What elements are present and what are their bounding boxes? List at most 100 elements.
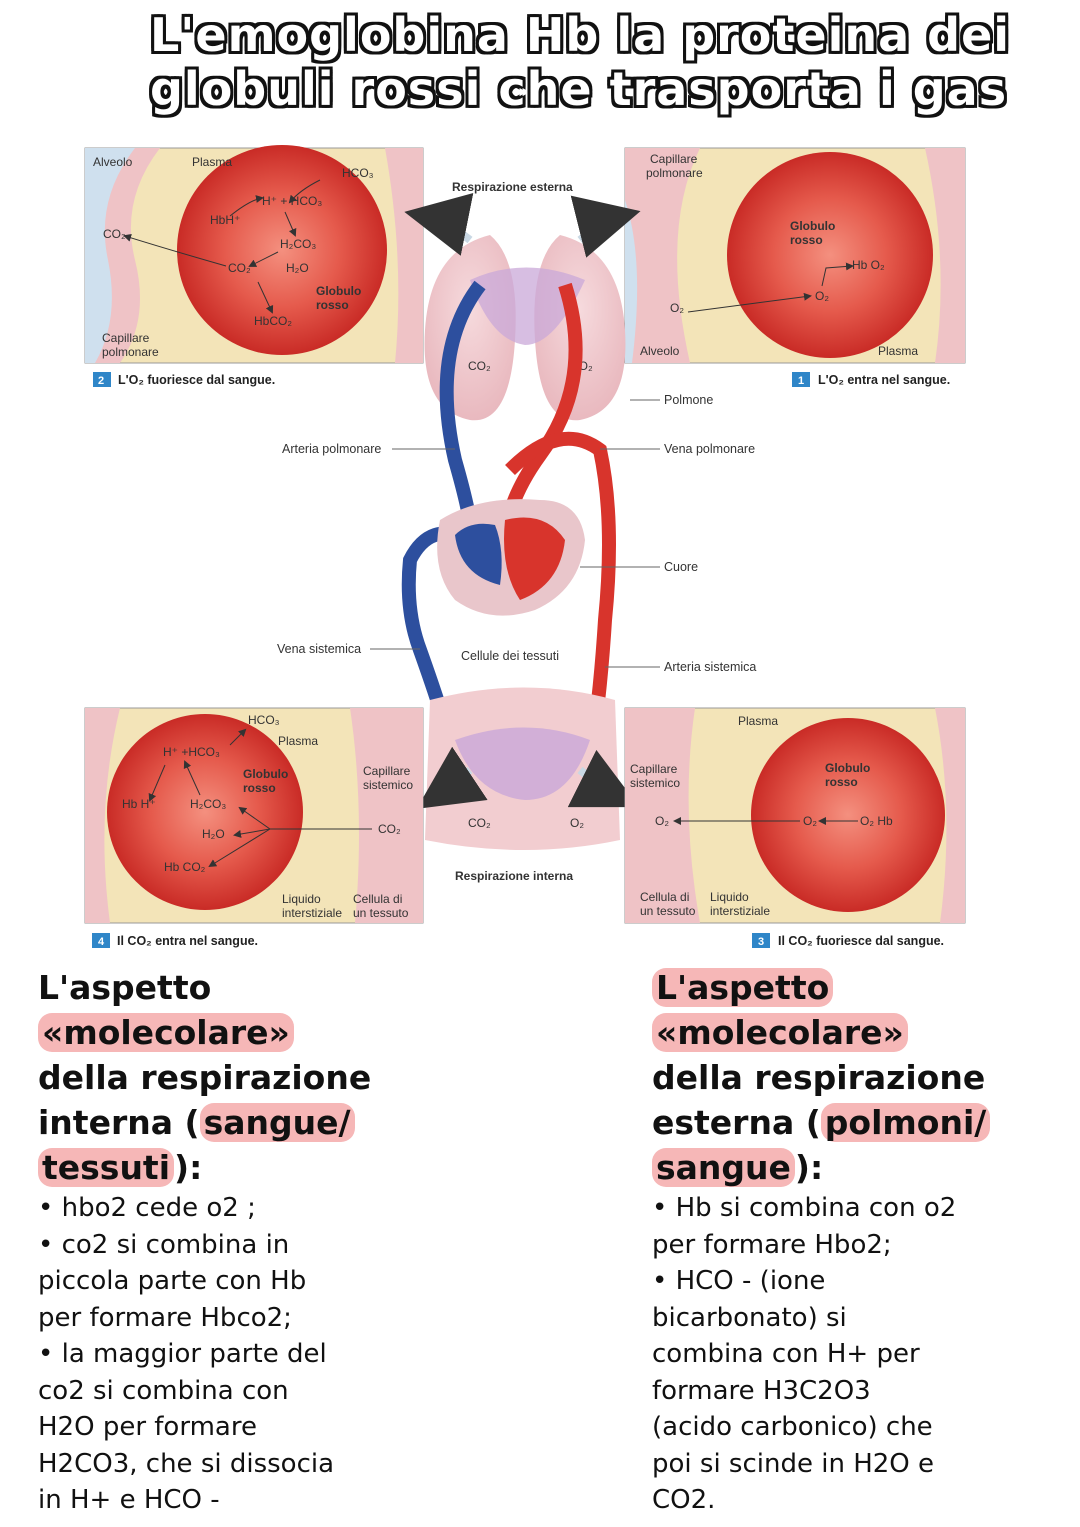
- label-globulo: Globulo: [243, 767, 288, 781]
- highlight-polmoni: polmoni/: [820, 1103, 991, 1142]
- highlight-molecolare: «molecolare»: [652, 1013, 908, 1052]
- notes-external-respiration: L'aspetto «molecolare» della respirazion…: [652, 965, 1072, 1519]
- label-o2-tissue: O₂: [570, 816, 584, 830]
- label-o2-a: O₂: [815, 289, 829, 303]
- notes-right-line: bicarbonato) si: [652, 1302, 847, 1333]
- label-polmonare: polmonare: [646, 166, 703, 180]
- notes-left-line: • hbo2 cede o2 ;: [38, 1193, 256, 1223]
- label-sistemico: sistemico: [630, 776, 680, 790]
- notes-internal-respiration: L'aspetto «molecolare» della respirazion…: [38, 965, 458, 1519]
- label-hco3: HCO₃: [342, 166, 374, 180]
- notes-right-line: (acido carbonico) che: [652, 1412, 933, 1442]
- notes-left-line: • la maggior parte del: [38, 1339, 327, 1369]
- label-un-tessuto: un tessuto: [353, 906, 409, 920]
- label-o2-b: O₂: [670, 301, 684, 315]
- label-rosso: rosso: [825, 775, 858, 789]
- notes-right-line: • Hb si combina con o2: [652, 1193, 957, 1223]
- label-hbo2: Hb O₂: [852, 258, 885, 272]
- panel-bottom-left: HCO₃ Plasma H⁺ +HCO₃ Globulo rosso Capil…: [84, 707, 424, 948]
- notes-left-line: • co2 si combina in: [38, 1229, 290, 1260]
- notes-left-heading-5: tessuti):: [38, 1145, 458, 1190]
- label-h-hco3: H⁺ + HCO₃: [262, 194, 322, 208]
- label-hbh: Hb H⁺: [122, 797, 156, 811]
- label-capillare: Capillare: [102, 331, 150, 345]
- systemic-artery: [505, 431, 616, 762]
- label-sistemico: sistemico: [363, 778, 413, 792]
- red-blood-cell: [727, 152, 933, 358]
- label-capillare: Capillare: [363, 764, 411, 778]
- label-arteria-polmonare: Arteria polmonare: [282, 442, 381, 456]
- label-un-tessuto: un tessuto: [640, 904, 696, 918]
- label-liquido: Liquido: [710, 890, 749, 904]
- label-arteria-sistemica: Arteria sistemica: [664, 660, 756, 674]
- label-cellule-tessuti: Cellule dei tessuti: [461, 649, 559, 663]
- label-rosso: rosso: [243, 781, 276, 795]
- label-rosso: rosso: [316, 298, 349, 312]
- label-hbh: HbH⁺: [210, 213, 240, 227]
- label-alveolo: Alveolo: [93, 155, 133, 169]
- notes-right-line: per formare Hbo2;: [652, 1229, 892, 1260]
- label-hco3: HCO₃: [248, 713, 280, 727]
- notes-right-heading-4: esterna (polmoni/: [652, 1100, 1072, 1145]
- label-interstiziale: interstiziale: [282, 906, 342, 920]
- highlight-sangue: sangue/: [199, 1103, 355, 1142]
- label-polmonare: polmonare: [102, 345, 159, 359]
- highlight-sangue: sangue: [652, 1148, 795, 1187]
- red-blood-cell: [177, 145, 387, 355]
- notes-left-heading-2: «molecolare»: [38, 1010, 458, 1055]
- label-cellula: Cellula di: [353, 892, 402, 906]
- notes-left-line: H2O per formare: [38, 1412, 257, 1442]
- label-rosso: rosso: [790, 233, 823, 247]
- label-o2-b: O₂: [803, 814, 817, 828]
- label-h2co3: H₂CO₃: [190, 797, 226, 811]
- caption-number-4: 4: [98, 936, 105, 948]
- notes-left-line: H2CO3, che si dissocia: [38, 1448, 335, 1479]
- notes-right-line: combina con H+ per: [652, 1339, 920, 1369]
- notes-left-line: co2 si combina con: [38, 1375, 289, 1406]
- panel-top-left: Alveolo Plasma HCO₃ H⁺ + HCO₃ HbH⁺ CO₂ H…: [84, 145, 424, 387]
- label-respirazione-interna: Respirazione interna: [455, 869, 573, 883]
- notes-right-line: poi si scinde in H2O e: [652, 1448, 935, 1479]
- red-blood-cell: [107, 714, 303, 910]
- page-title-line-1: L'emoglobina Hb la proteina dei: [150, 8, 1011, 62]
- highlight-molecolare: «molecolare»: [38, 1013, 294, 1052]
- heart-right: [455, 523, 502, 585]
- label-vena-sistemica: Vena sistemica: [277, 642, 361, 656]
- highlight-aspetto: L'aspetto: [652, 968, 834, 1007]
- panel-top-right: Capillare polmonare Globulo rosso Hb O₂ …: [624, 147, 966, 387]
- notes-left-heading-3: della respirazione: [38, 1058, 372, 1097]
- red-blood-cell: [751, 718, 945, 912]
- notes-right-heading-5: sangue):: [652, 1145, 1072, 1190]
- caption-o2-in: L'O₂ entra nel sangue.: [818, 373, 950, 387]
- label-plasma: Plasma: [878, 344, 918, 358]
- text-interna: interna (: [38, 1103, 200, 1142]
- caption-co2-in: Il CO₂ entra nel sangue.: [117, 934, 258, 948]
- capillary-network-tissue: [455, 727, 590, 800]
- label-h2co3: H₂CO₃: [280, 237, 316, 251]
- notes-right-line: • HCO - (ione: [652, 1266, 826, 1296]
- label-co2: CO₂: [378, 822, 401, 836]
- label-hbco2: Hb CO₂: [164, 860, 206, 874]
- label-h2o: H₂O: [286, 261, 309, 275]
- label-globulo: Globulo: [316, 284, 361, 298]
- label-o2hb: O₂ Hb: [860, 814, 893, 828]
- label-h-hco3: H⁺ +HCO₃: [163, 745, 220, 759]
- caption-number-3: 3: [758, 936, 764, 948]
- label-cellula: Cellula di: [640, 890, 689, 904]
- label-globulo: Globulo: [790, 219, 835, 233]
- caption-number-1: 1: [798, 375, 804, 387]
- notes-right-line: formare H3C2O3: [652, 1375, 871, 1406]
- notes-left-line: in H+ e HCO -: [38, 1485, 220, 1515]
- text-colon: ):: [174, 1148, 203, 1187]
- caption-number-2: 2: [98, 375, 104, 387]
- label-co2-left: CO₂: [468, 359, 491, 373]
- label-alveolo: Alveolo: [640, 344, 680, 358]
- highlight-tessuti: tessuti: [38, 1148, 175, 1187]
- label-cuore: Cuore: [664, 560, 698, 574]
- label-capillare: Capillare: [650, 152, 698, 166]
- text-esterna: esterna (: [652, 1103, 821, 1142]
- label-interstiziale: interstiziale: [710, 904, 770, 918]
- heart-left: [504, 517, 565, 600]
- text-colon: ):: [794, 1148, 824, 1187]
- page-title-line-2: globuli rossi che trasporta i gas: [150, 62, 1008, 116]
